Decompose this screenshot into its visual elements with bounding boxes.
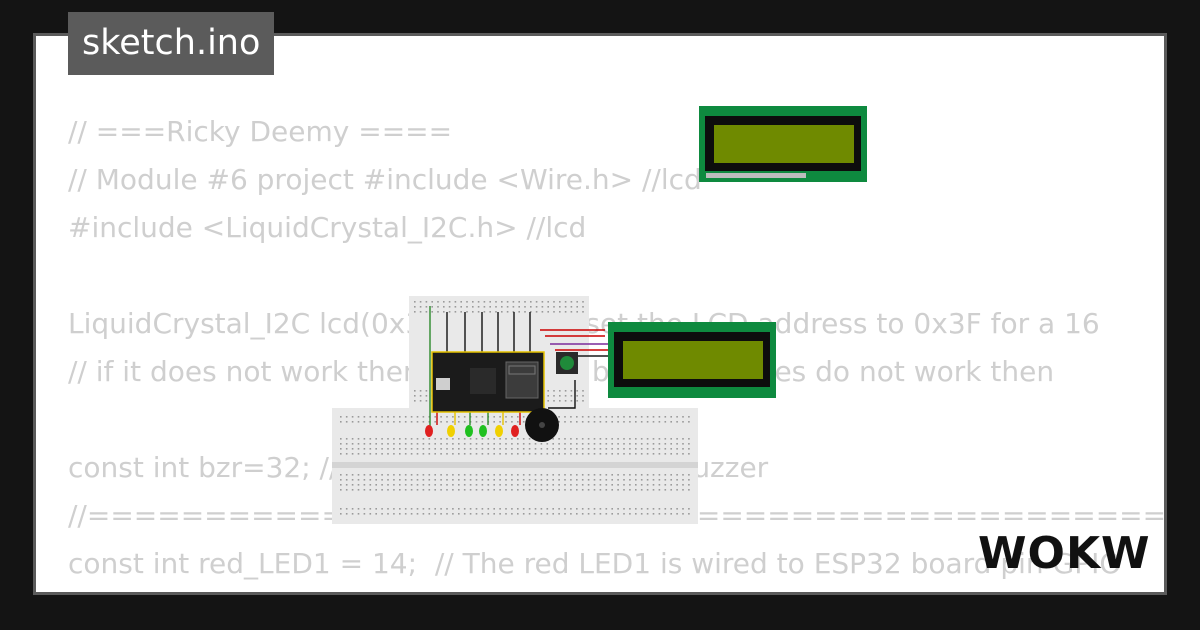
svg-text:WOKWI: WOKWI [978,528,1150,576]
push-button-icon [556,352,578,374]
lcd-display-main [608,322,776,398]
esp32-board [431,351,545,413]
code-line: // Module #6 project #include <Wire.h> /… [68,163,702,196]
lcd-display-top [699,106,867,182]
code-line: const int red_LED1 = 14; // The red LED1… [68,547,1122,580]
leds [425,425,519,437]
file-tab[interactable]: sketch.ino [68,12,275,75]
buzzer-icon [525,408,559,442]
wokwi-logo: WOKWI [978,528,1150,576]
code-line: #include <LiquidCrystal_I2C.h> //lcd [68,211,587,244]
code-line: // ===Ricky Deemy ==== [68,115,453,148]
